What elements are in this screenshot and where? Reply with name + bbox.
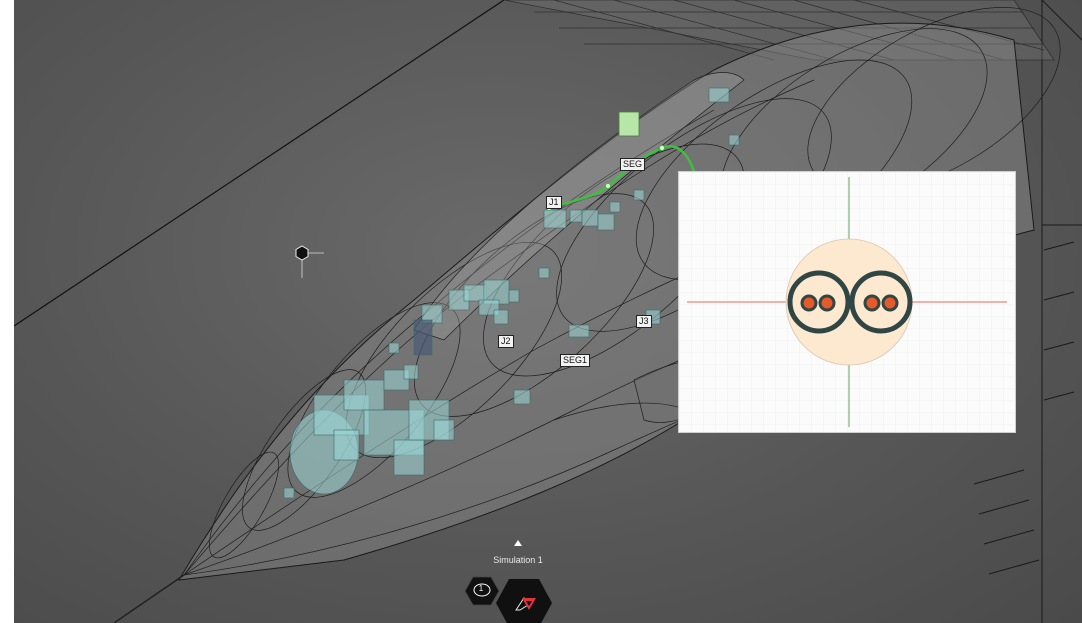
connector-cross-section-panel[interactable] xyxy=(679,172,1015,432)
simulation-label[interactable]: Simulation 1 xyxy=(493,555,543,565)
bounding-box xyxy=(973,0,1082,623)
chat-bubble-icon xyxy=(473,583,491,597)
junction-label-j2[interactable]: J2 xyxy=(498,335,514,348)
wing-wireframe xyxy=(503,0,1055,61)
simulation-hex-button[interactable] xyxy=(494,578,554,623)
components xyxy=(283,87,740,499)
junction-label-j1[interactable]: J1 xyxy=(546,196,562,209)
airframe-scene xyxy=(14,0,1082,623)
cross-section-diagram xyxy=(679,172,1015,432)
message-hex-button[interactable] xyxy=(464,576,500,606)
3d-viewport[interactable]: SEG J1 J2 J3 SEG1 xyxy=(14,0,1082,623)
expand-caret-icon[interactable] xyxy=(514,540,522,546)
message-count: 1 xyxy=(478,584,484,593)
segment-label-seg1[interactable]: SEG1 xyxy=(560,354,591,367)
conductor-pins xyxy=(800,294,899,312)
ground-plane-edge xyxy=(14,0,505,327)
simulation-logo-icon xyxy=(515,597,536,611)
junction-label-j3[interactable]: J3 xyxy=(636,315,652,328)
segment-label[interactable]: SEG xyxy=(620,158,646,171)
connector-component xyxy=(618,111,640,137)
light-gizmo-icon[interactable] xyxy=(295,245,324,278)
cable-right xyxy=(849,270,913,334)
